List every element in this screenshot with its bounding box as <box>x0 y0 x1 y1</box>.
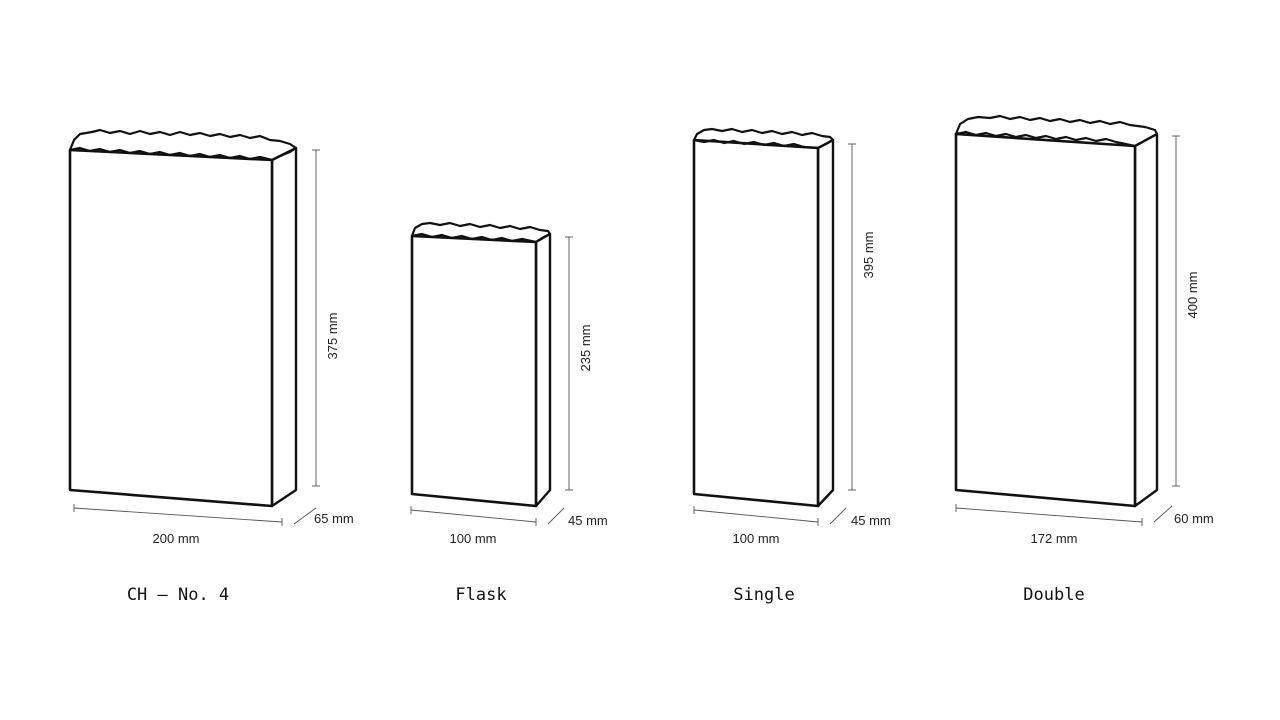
bag-flask-rim <box>410 221 552 244</box>
bag-single-width-label: 100 mm <box>733 531 780 546</box>
bag-ch-no-4-rim <box>68 128 298 162</box>
bag-double-side <box>1133 132 1159 508</box>
bag-ch-no-4-width-label: 200 mm <box>153 531 200 546</box>
bag-flask-width-line <box>410 509 537 523</box>
bag-ch-no-4-depth-label: 65 mm <box>314 511 354 526</box>
bag-flask-side <box>534 232 552 508</box>
bag-flask-depth-line <box>547 507 565 525</box>
bag-single-depth-label: 45 mm <box>851 513 891 528</box>
bag-ch-no-4: 375 mm 200 mm 65 mm CH — No. 4 <box>68 128 354 605</box>
bag-single-front <box>692 138 820 508</box>
bag-single-height-label: 395 mm <box>861 232 876 279</box>
bag-single-depth-line <box>829 507 847 525</box>
bag-double-width-line <box>955 507 1143 523</box>
bag-ch-no-4-front <box>68 148 274 508</box>
bag-double-depth-label: 60 mm <box>1174 511 1214 526</box>
bag-flask-depth-label: 45 mm <box>568 513 608 528</box>
bag-ch-no-4-name: CH — No. 4 <box>127 585 229 605</box>
bag-ch-no-4-height-label: 375 mm <box>325 313 340 360</box>
bag-double: 400 mm 172 mm 60 mm Double <box>954 114 1214 605</box>
bag-flask-front <box>410 234 538 508</box>
bag-flask: 235 mm 100 mm 45 mm Flask <box>410 221 608 605</box>
bag-double-front <box>954 132 1137 508</box>
bag-single: 395 mm 100 mm 45 mm Single <box>692 127 891 605</box>
bag-double-width-label: 172 mm <box>1031 531 1078 546</box>
bag-single-width-line <box>693 509 819 523</box>
bag-single-side <box>816 138 835 508</box>
bag-double-height-label: 400 mm <box>1185 272 1200 319</box>
bag-flask-name: Flask <box>455 585 506 605</box>
bag-ch-no-4-side <box>270 146 298 508</box>
bag-single-rim <box>692 127 835 150</box>
bag-flask-height-label: 235 mm <box>578 325 593 372</box>
bag-ch-no-4-width-line <box>73 507 283 523</box>
bag-single-name: Single <box>733 585 794 605</box>
bag-double-rim <box>954 114 1159 148</box>
bag-flask-width-label: 100 mm <box>450 531 497 546</box>
bag-double-name: Double <box>1023 585 1084 605</box>
bag-double-depth-line <box>1153 505 1173 523</box>
bag-ch-no-4-depth-line <box>293 507 317 525</box>
